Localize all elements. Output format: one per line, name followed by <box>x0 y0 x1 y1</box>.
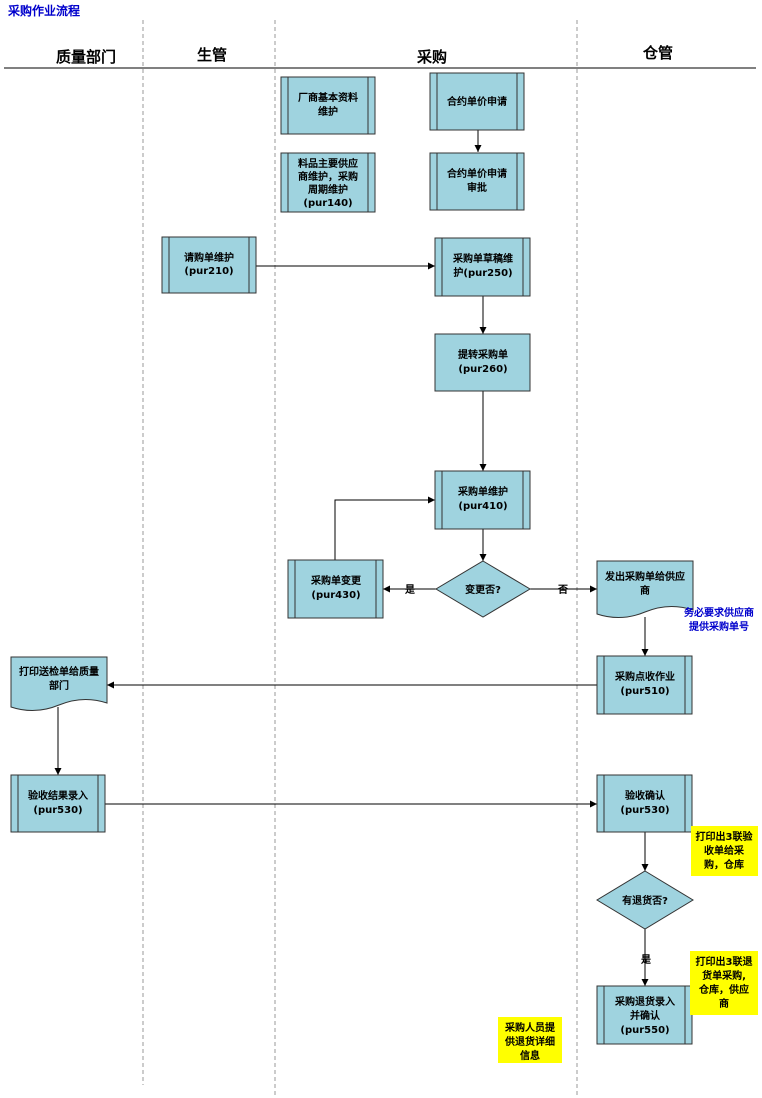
decision-return: 有退货否? <box>596 870 694 930</box>
svg-text:货单采购,: 货单采购, <box>702 969 746 982</box>
node-purchase-return-entry: 采购退货录入 并确认 (pur550) <box>596 985 693 1045</box>
svg-text:提转采购单: 提转采购单 <box>458 348 508 361</box>
svg-text:采购退货录入: 采购退货录入 <box>614 995 675 1008</box>
svg-text:仓库，供应: 仓库，供应 <box>698 983 749 996</box>
svg-text:并确认: 并确认 <box>630 1009 661 1022</box>
svg-text:有退货否?: 有退货否? <box>622 894 668 907</box>
svg-text:(pur550): (pur550) <box>620 1025 669 1036</box>
lane-warehouse: 仓管 <box>642 44 673 62</box>
svg-text:周期维护: 周期维护 <box>308 183 348 196</box>
note-print-return: 打印出3联退 货单采购, 仓库，供应 商 <box>690 951 758 1015</box>
svg-text:采购点收作业: 采购点收作业 <box>614 670 675 683</box>
node-print-inspection-document: 打印送检单给质量 部门 <box>10 656 108 711</box>
svg-text:合约单价申请: 合约单价申请 <box>446 167 507 180</box>
svg-text:(pur260): (pur260) <box>458 364 507 375</box>
note-supplier-po-number: 务必要求供应商 提供采购单号 <box>684 606 754 633</box>
svg-text:(pur430): (pur430) <box>311 590 360 601</box>
decision-change: 变更否? <box>435 560 531 618</box>
note-print-receipt: 打印出3联验 收单给采 购，仓库 <box>691 826 758 876</box>
edge-n9-n8 <box>334 496 435 560</box>
svg-text:验收确认: 验收确认 <box>625 789 666 802</box>
node-inspection-result-entry: 验收结果录入 (pur530) <box>10 774 106 833</box>
svg-text:采购人员提: 采购人员提 <box>504 1021 556 1034</box>
node-contract-price-apply: 合约单价申请 <box>429 72 525 131</box>
svg-text:供退货详细: 供退货详细 <box>504 1035 555 1048</box>
node-po-maint: 采购单维护 (pur410) <box>434 470 531 530</box>
node-item-supplier-maint: 料品主要供应 商维护，采购 周期维护 (pur140) <box>280 152 376 213</box>
svg-text:商: 商 <box>640 584 650 597</box>
svg-text:变更否?: 变更否? <box>465 583 501 596</box>
svg-text:(pur210): (pur210) <box>184 266 233 277</box>
svg-text:(pur530): (pur530) <box>33 805 82 816</box>
lane-purchasing: 采购 <box>416 48 447 66</box>
svg-text:(pur140): (pur140) <box>303 198 352 209</box>
node-po-draft-maint: 采购单草稿维 护(pur250) <box>434 237 531 297</box>
svg-text:采购单草稿维: 采购单草稿维 <box>452 252 513 265</box>
edge-label-no: 否 <box>557 584 568 596</box>
svg-text:购，仓库: 购，仓库 <box>704 858 744 871</box>
svg-text:商维护，采购: 商维护，采购 <box>298 170 358 183</box>
svg-text:(pur530): (pur530) <box>620 805 669 816</box>
svg-text:审批: 审批 <box>467 181 487 194</box>
svg-text:(pur510): (pur510) <box>620 686 669 697</box>
node-send-po-document: 发出采购单给供应 商 <box>596 560 694 618</box>
note-return-details: 采购人员提 供退货详细 信息 <box>498 1017 562 1063</box>
svg-text:维护: 维护 <box>318 105 338 118</box>
svg-text:采购单维护: 采购单维护 <box>457 485 508 498</box>
svg-text:信息: 信息 <box>520 1049 540 1062</box>
svg-text:打印出3联退: 打印出3联退 <box>696 955 753 968</box>
edge-label-yes: 是 <box>404 584 415 596</box>
svg-text:发出采购单给供应: 发出采购单给供应 <box>604 570 685 583</box>
svg-text:商: 商 <box>719 997 729 1010</box>
svg-text:验收结果录入: 验收结果录入 <box>28 789 88 802</box>
diagram-title: 采购作业流程 <box>7 3 80 18</box>
svg-text:合约单价申请: 合约单价申请 <box>446 95 507 108</box>
lane-quality: 质量部门 <box>56 48 116 66</box>
edge-label-yes-return: 是 <box>640 954 651 966</box>
svg-text:打印送检单给质量: 打印送检单给质量 <box>19 665 99 678</box>
node-po-receipt: 采购点收作业 (pur510) <box>596 655 693 715</box>
svg-text:护(pur250): 护(pur250) <box>453 266 512 279</box>
lane-production-control: 生管 <box>197 46 227 64</box>
svg-text:务必要求供应商: 务必要求供应商 <box>684 606 754 619</box>
svg-text:采购单变更: 采购单变更 <box>310 574 362 587</box>
svg-text:(pur410): (pur410) <box>458 501 507 512</box>
svg-text:请购单维护: 请购单维护 <box>184 251 234 264</box>
svg-text:打印出3联验: 打印出3联验 <box>696 830 754 843</box>
node-po-change: 采购单变更 (pur430) <box>287 559 384 619</box>
node-convert-po: 提转采购单 (pur260) <box>434 333 531 392</box>
node-requisition-maint: 请购单维护 (pur210) <box>161 236 257 294</box>
node-vendor-master: 厂商基本资料 维护 <box>280 76 376 135</box>
svg-text:厂商基本资料: 厂商基本资料 <box>298 91 358 104</box>
svg-text:收单给采: 收单给采 <box>704 844 744 857</box>
svg-text:料品主要供应: 料品主要供应 <box>298 157 358 170</box>
svg-text:部门: 部门 <box>49 679 69 692</box>
node-inspection-confirm: 验收确认 (pur530) <box>596 774 693 833</box>
svg-text:提供采购单号: 提供采购单号 <box>689 620 749 633</box>
node-contract-price-approval: 合约单价申请 审批 <box>429 152 525 211</box>
